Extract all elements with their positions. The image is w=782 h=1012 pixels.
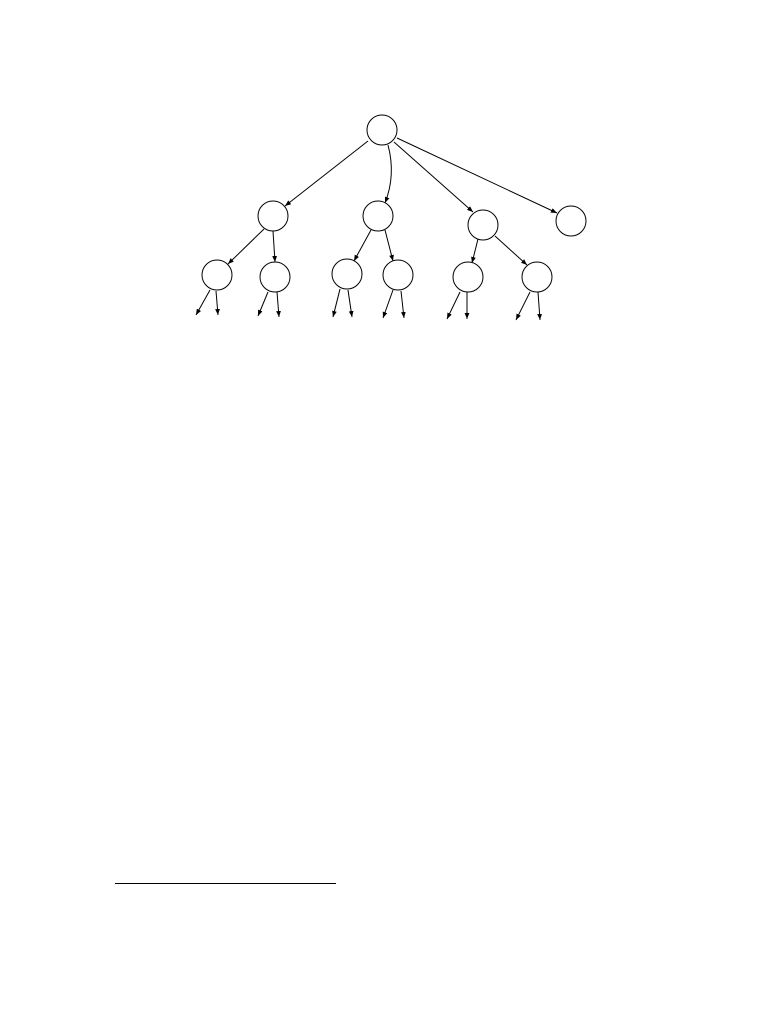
node-c (467, 209, 499, 241)
node-a1 (201, 259, 233, 291)
stub-arrows-layer (195, 288, 542, 321)
edge-root-c (393, 141, 474, 213)
node-a2 (259, 261, 291, 293)
edge-a-a2 (272, 230, 278, 263)
stub-arrow-c1-1 (446, 291, 461, 320)
node-b1 (331, 258, 363, 290)
edge-c-c1 (471, 238, 479, 264)
stub-arrow-a1-2 (215, 290, 220, 316)
edge-c-c2 (494, 235, 528, 266)
edge-root-d (396, 137, 558, 214)
node-b2 (382, 259, 414, 291)
stub-arrow-b2-2 (400, 290, 406, 319)
node-d (555, 205, 587, 237)
node-root (366, 114, 398, 146)
stub-arrow-a2-1 (257, 291, 269, 317)
stub-arrow-b1-1 (332, 288, 341, 318)
node-b (362, 200, 394, 232)
edges-layer (227, 137, 558, 266)
node-c1 (452, 261, 484, 293)
edge-b-b2 (384, 229, 394, 262)
edge-root-b (384, 144, 392, 204)
nodes-layer (201, 114, 587, 293)
footnote-rule (115, 883, 336, 884)
edge-b-b1 (353, 229, 372, 262)
stub-arrow-a2-2 (276, 291, 281, 318)
node-a (257, 200, 289, 232)
edge-a-a1 (227, 228, 265, 265)
node-c2 (521, 261, 553, 293)
stub-arrow-b1-2 (347, 289, 354, 318)
stub-arrow-c2-1 (515, 291, 531, 321)
stub-arrow-c2-2 (537, 291, 542, 321)
edge-root-a (284, 140, 369, 207)
stub-arrow-a1-1 (195, 289, 211, 316)
stub-arrow-b2-1 (382, 289, 394, 319)
